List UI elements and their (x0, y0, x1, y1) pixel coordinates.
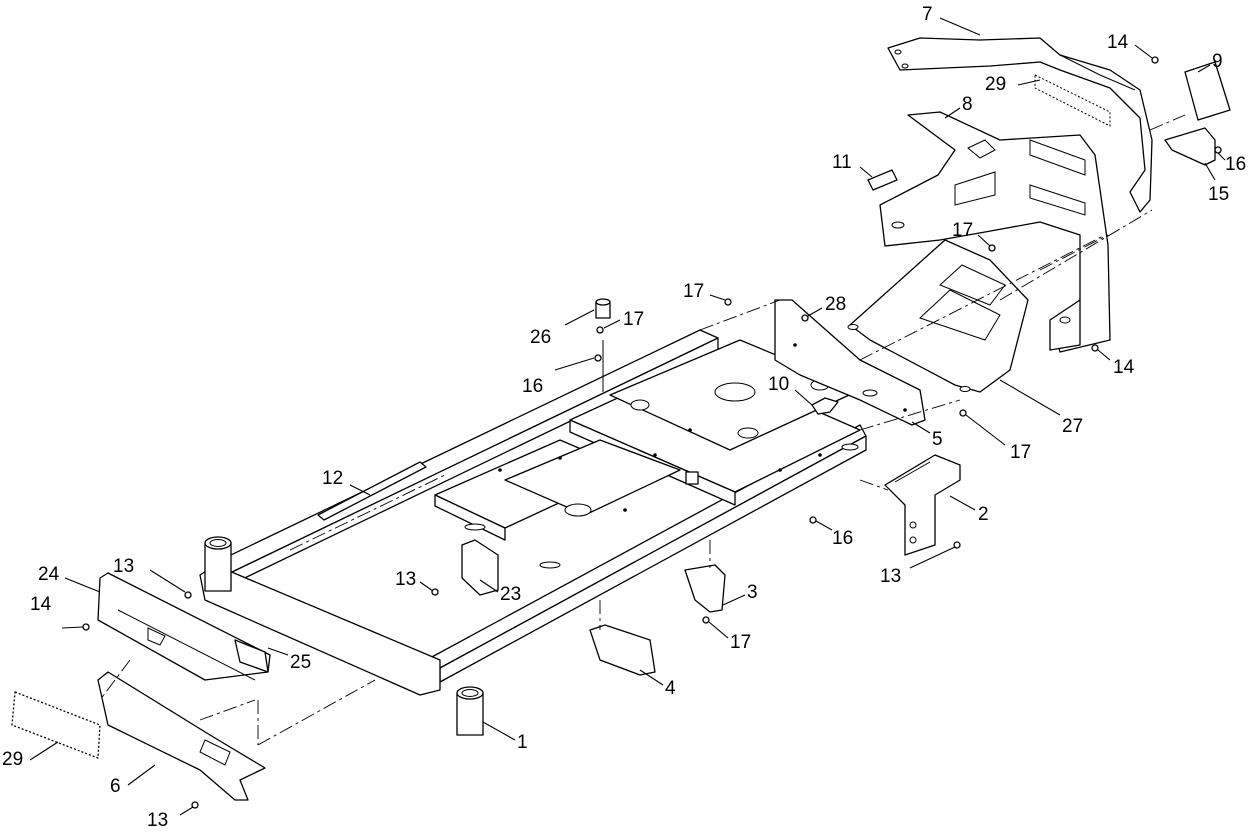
callout-14: 14 (30, 594, 52, 615)
callout-11: 11 (832, 152, 852, 173)
callout-4: 4 (665, 678, 676, 699)
lower-bracket (589, 624, 656, 676)
callout-29: 29 (985, 74, 1006, 95)
front-small-bracket (234, 639, 269, 673)
callout-16: 16 (832, 528, 853, 549)
callout-12: 12 (322, 468, 343, 489)
pivot-bracket (461, 539, 499, 596)
callout-13: 13 (113, 556, 134, 577)
callout-29: 29 (2, 749, 23, 770)
callout-28: 28 (825, 294, 846, 315)
callout-13: 13 (395, 569, 416, 590)
callout-3: 3 (747, 582, 758, 603)
callout-14: 14 (1113, 357, 1135, 378)
small-decal (867, 169, 898, 191)
mid-bracket (684, 564, 726, 613)
callout-16: 16 (522, 376, 543, 397)
height-knob (595, 298, 611, 392)
console-panel (879, 111, 1111, 353)
long-strip (317, 461, 427, 521)
cover-plate (1184, 61, 1231, 121)
callout-17: 17 (683, 281, 704, 302)
callout-5: 5 (932, 429, 943, 450)
front-guard (97, 671, 266, 801)
callout-23: 23 (500, 584, 521, 605)
callout-26: 26 (530, 327, 551, 348)
floor-pan (847, 239, 1029, 393)
callout-25: 25 (290, 652, 311, 673)
rear-right-bracket (884, 454, 961, 556)
front-decal (11, 691, 101, 759)
callout-9: 9 (1212, 51, 1223, 72)
callout-10: 10 (768, 374, 789, 395)
callout-15: 15 (1208, 184, 1229, 205)
callout-labels: 7 14 9 29 8 16 15 11 17 17 28 26 17 14 1… (2, 4, 1246, 831)
leader-lines (29, 17, 1226, 816)
callout-17: 17 (952, 220, 973, 241)
callout-14: 14 (1107, 32, 1129, 53)
callout-27: 27 (1062, 416, 1083, 437)
upper-shroud (887, 37, 1153, 213)
side-bracket (1164, 127, 1216, 166)
callout-17: 17 (623, 309, 644, 330)
callout-6: 6 (110, 776, 121, 797)
fasteners (82, 56, 1222, 809)
callout-1: 1 (517, 732, 528, 753)
callout-7: 7 (922, 4, 933, 25)
callout-16: 16 (1225, 154, 1246, 175)
callout-17: 17 (730, 632, 751, 653)
callout-8: 8 (962, 94, 973, 115)
callout-2: 2 (978, 504, 989, 525)
callout-13: 13 (147, 810, 168, 831)
callout-17: 17 (1010, 442, 1031, 463)
alignment-lines (99, 114, 1186, 746)
callout-24: 24 (38, 564, 60, 585)
callout-13: 13 (880, 566, 901, 587)
latch-bracket (811, 397, 839, 415)
rear-bracket-plate (774, 299, 926, 426)
